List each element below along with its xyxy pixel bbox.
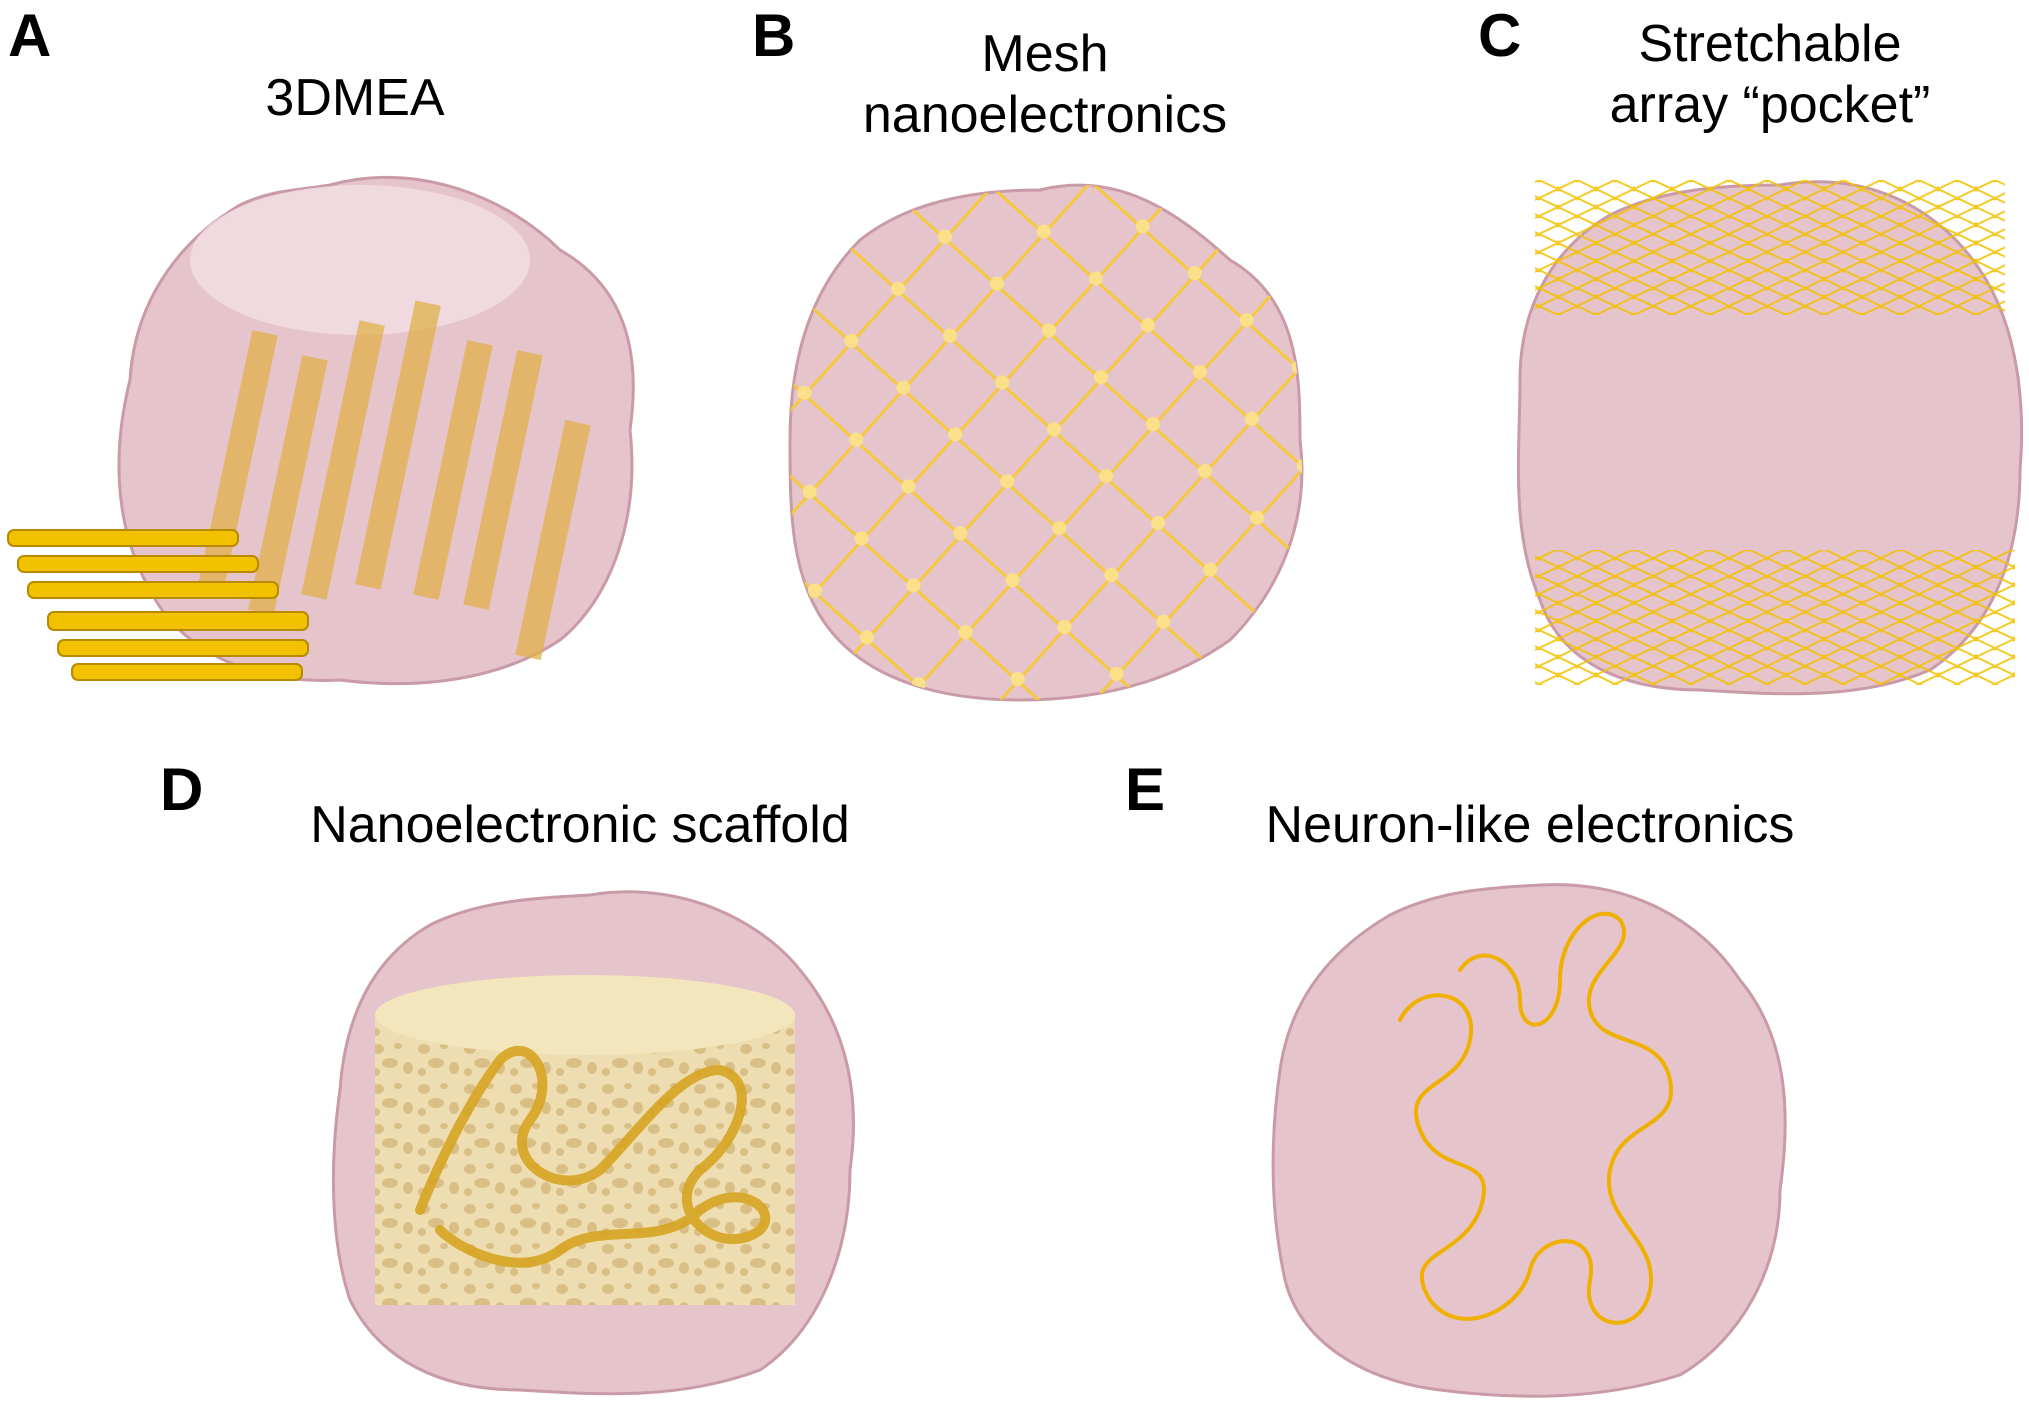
- panel-title-d: Nanoelectronic scaffold: [250, 795, 910, 856]
- panel-title-b: Mesh nanoelectronics: [820, 24, 1270, 146]
- panel-title-a: 3DMEA: [245, 68, 465, 129]
- stretchable-array-top: [1535, 180, 2005, 315]
- panel-letter-d: D: [160, 756, 204, 823]
- panel-title-c-line-1: Stretchable: [1638, 15, 1902, 73]
- panel-title-e: Neuron-like electronics: [1200, 795, 1860, 856]
- organoid-b: [788, 183, 1304, 702]
- panel-letter-a: A: [8, 2, 52, 69]
- panel-title-d-line-1: Nanoelectronic scaffold: [310, 796, 850, 854]
- panel-title-e-line-1: Neuron-like electronics: [1265, 796, 1795, 854]
- panel-title-a-line-1: 3DMEA: [265, 69, 445, 127]
- panel-title-b-line-2: nanoelectronics: [862, 85, 1228, 144]
- electrode-leads-a: [7, 529, 309, 681]
- organoid-a: [117, 175, 635, 686]
- panel-letter-b: B: [752, 2, 796, 69]
- panel-title-c-line-2: array “pocket”: [1609, 75, 1931, 134]
- electrode-pillars-a: [198, 300, 591, 661]
- stretchable-array-bottom: [1535, 550, 2015, 685]
- neuron-like-wire-e: [1398, 911, 1674, 1325]
- panel-letter-e: E: [1125, 756, 1166, 823]
- panel-title-c: Stretchable array “pocket”: [1570, 14, 1970, 136]
- panel-letter-c: C: [1478, 2, 1522, 69]
- organoid-e: [1271, 883, 1787, 1398]
- panel-title-b-line-1: Mesh: [981, 25, 1109, 83]
- scaffold-wire-d: [415, 1045, 771, 1268]
